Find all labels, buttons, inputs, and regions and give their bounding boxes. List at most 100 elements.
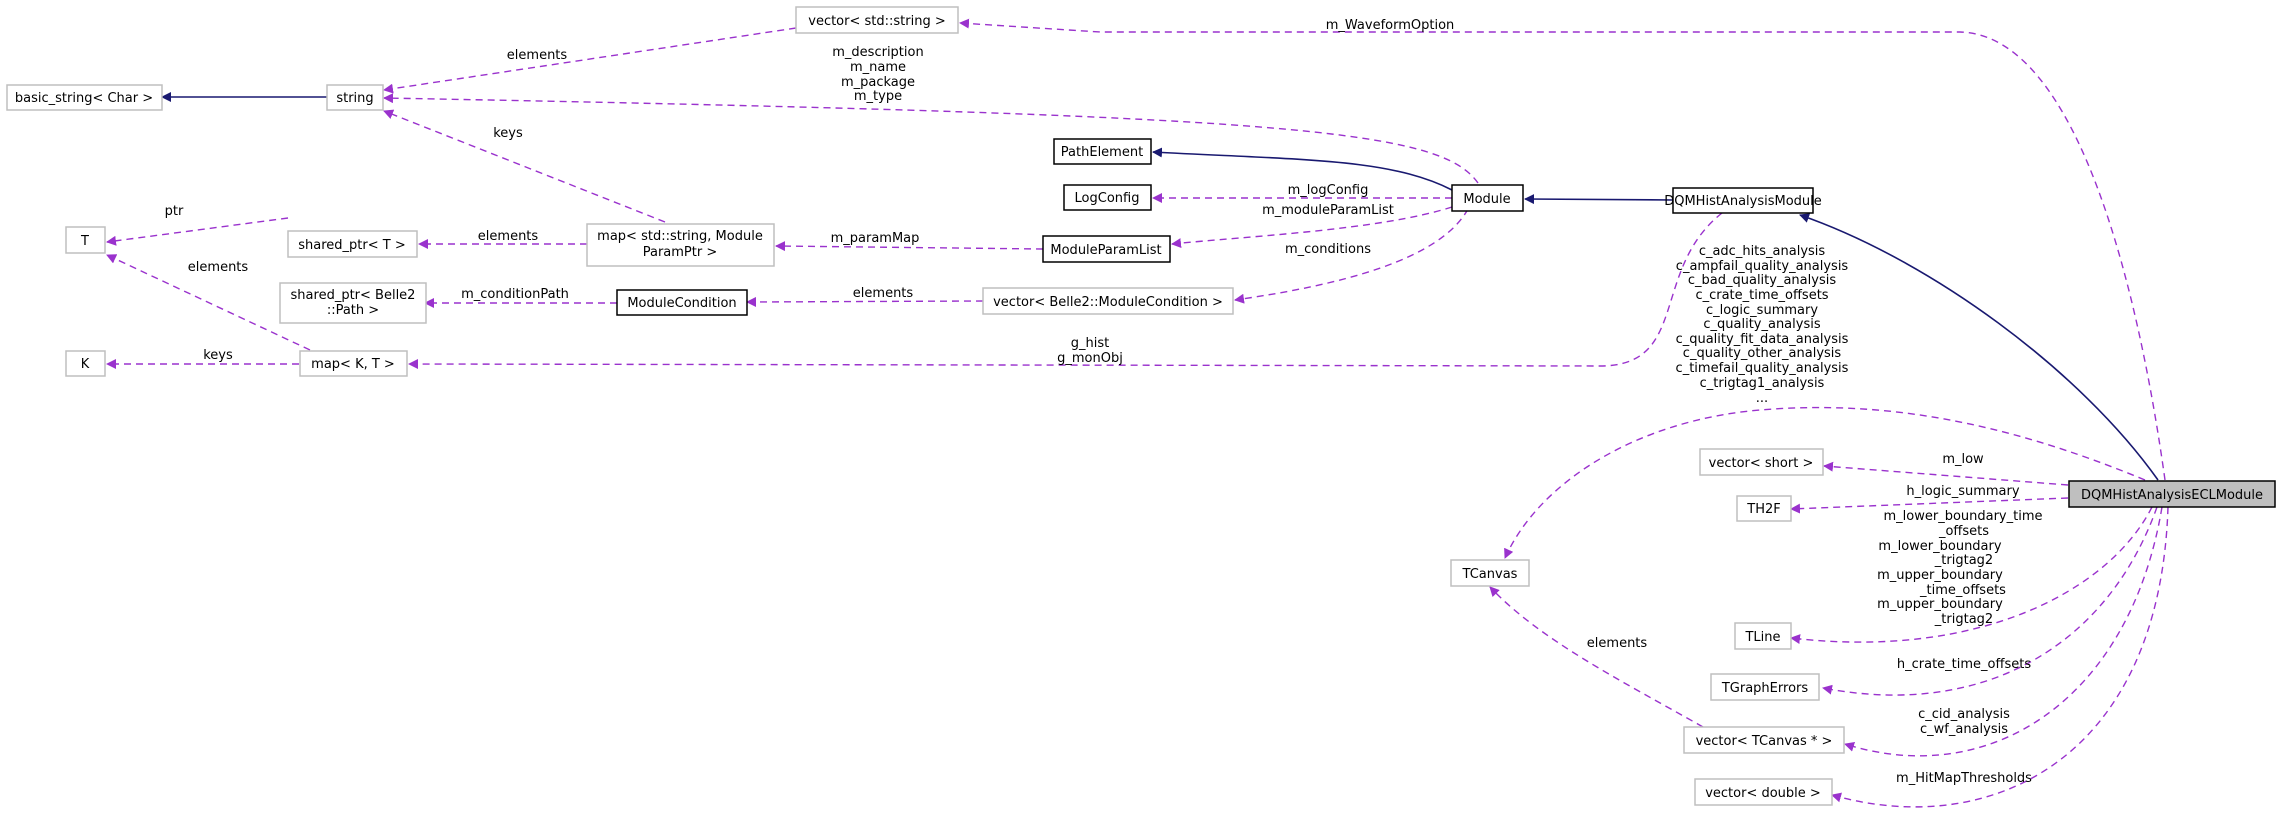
node-k[interactable]: K bbox=[65, 350, 106, 377]
node-dqm-hist-analysis-ecl-module[interactable]: DQMHistAnalysisECLModule bbox=[2068, 480, 2276, 508]
edge-label: g_monObj bbox=[1057, 351, 1123, 366]
edge-map-kt-elements-t bbox=[106, 254, 311, 351]
node-module-condition[interactable]: ModuleCondition bbox=[616, 289, 748, 316]
nodes: vector< std::string > basic_string< Char… bbox=[6, 6, 2276, 806]
edge-ptr bbox=[106, 217, 289, 246]
edge-label: m_upper_boundary bbox=[1877, 568, 2003, 583]
edge-label: m_upper_boundary bbox=[1877, 597, 2003, 612]
node-log-config[interactable]: LogConfig bbox=[1063, 184, 1152, 211]
node-tline[interactable]: TLine bbox=[1734, 622, 1792, 650]
node-label: vector< TCanvas * > bbox=[1696, 734, 1833, 749]
edges bbox=[106, 18, 2169, 808]
node-label: TCanvas bbox=[1462, 567, 1518, 582]
node-label: ParamPtr > bbox=[643, 245, 718, 260]
edge-label: elements bbox=[478, 229, 539, 244]
node-label: DQMHistAnalysisECLModule bbox=[2081, 488, 2263, 503]
edge-label: m_HitMapThresholds bbox=[1896, 771, 2032, 786]
edge-dqm-inherits-module bbox=[1524, 194, 1674, 205]
node-string[interactable]: string bbox=[326, 84, 384, 111]
edge-label: h_crate_time_offsets bbox=[1897, 657, 2031, 672]
edge-module-string bbox=[383, 93, 1479, 184]
node-basic-string[interactable]: basic_string< Char > bbox=[6, 84, 163, 111]
node-shared-ptr-t[interactable]: shared_ptr< T > bbox=[287, 230, 418, 258]
node-label: vector< double > bbox=[1705, 786, 1821, 801]
node-dqm-hist-analysis-module[interactable]: DQMHistAnalysisModule bbox=[1664, 187, 1822, 214]
edge-label: m_WaveformOption bbox=[1326, 18, 1455, 33]
edge-label: ptr bbox=[165, 204, 184, 219]
edge-canvases bbox=[1504, 406, 2146, 559]
edge-label: c_cid_analysis bbox=[1918, 707, 2010, 722]
node-module[interactable]: Module bbox=[1451, 184, 1524, 212]
edge-label: c_timefail_quality_analysis bbox=[1676, 361, 1849, 376]
edge-condition-elements bbox=[746, 296, 984, 307]
edge-label: h_logic_summary bbox=[1906, 484, 2019, 499]
node-t[interactable]: T bbox=[65, 226, 106, 254]
edge-label: m_description bbox=[832, 45, 923, 60]
edge-label: m_low bbox=[1942, 452, 1984, 467]
node-label: ModuleCondition bbox=[627, 296, 736, 311]
edge-m-low bbox=[1823, 461, 2069, 486]
edge-label: c_quality_analysis bbox=[1703, 317, 1820, 332]
edge-hitmap-thresholds bbox=[1831, 506, 2169, 808]
node-module-param-list[interactable]: ModuleParamList bbox=[1042, 235, 1171, 263]
edge-label: c_ampfail_quality_analysis bbox=[1676, 259, 1849, 274]
edge-crate-time-offsets bbox=[1822, 506, 2158, 696]
node-label: Module bbox=[1463, 192, 1510, 207]
edge-module-inherits-path-element bbox=[1152, 147, 1453, 191]
edge-param-map bbox=[775, 241, 1044, 252]
edge-map-keys-string bbox=[383, 109, 666, 223]
edge-label: c_bad_quality_analysis bbox=[1688, 273, 1836, 288]
node-label: PathElement bbox=[1061, 145, 1143, 160]
edge-label: m_type bbox=[854, 89, 902, 104]
node-label: ::Path > bbox=[327, 303, 379, 318]
node-vector-short[interactable]: vector< short > bbox=[1699, 448, 1824, 476]
edge-label: keys bbox=[203, 348, 233, 363]
node-vector-string[interactable]: vector< std::string > bbox=[795, 6, 959, 34]
node-path-element[interactable]: PathElement bbox=[1053, 138, 1152, 165]
node-label: TH2F bbox=[1746, 502, 1780, 517]
node-tgrapherrors[interactable]: TGraphErrors bbox=[1710, 673, 1820, 701]
boundary-member-labels: m_lower_boundary_time _offsets m_lower_b… bbox=[1877, 509, 2042, 627]
edge-label: c_crate_time_offsets bbox=[1695, 288, 1828, 303]
node-vector-module-condition[interactable]: vector< Belle2::ModuleCondition > bbox=[982, 287, 1234, 315]
edge-label: _trigtag2 bbox=[1934, 612, 1993, 627]
node-label: LogConfig bbox=[1075, 191, 1140, 206]
edge-canvas-vector bbox=[1844, 506, 2163, 757]
node-label: ModuleParamList bbox=[1050, 243, 1161, 258]
edge-label: c_trigtag1_analysis bbox=[1700, 376, 1825, 391]
edge-vector-string-elements bbox=[383, 27, 797, 94]
edge-label: c_wf_analysis bbox=[1920, 722, 2008, 737]
edge-label: m_conditions bbox=[1285, 242, 1371, 257]
node-label: vector< Belle2::ModuleCondition > bbox=[993, 295, 1223, 310]
node-vector-tcanvas[interactable]: vector< TCanvas * > bbox=[1683, 726, 1845, 754]
edge-label: m_conditionPath bbox=[461, 287, 569, 302]
edge-label: c_adc_hits_analysis bbox=[1699, 244, 1826, 259]
edge-label: m_moduleParamList bbox=[1262, 203, 1394, 218]
edge-conditions bbox=[1234, 208, 1469, 304]
edge-label: c_quality_other_analysis bbox=[1683, 346, 1842, 361]
node-shared-ptr-path[interactable]: shared_ptr< Belle2::Path > bbox=[279, 282, 427, 324]
node-label: shared_ptr< T > bbox=[298, 238, 405, 253]
node-map-k-t[interactable]: map< K, T > bbox=[299, 350, 408, 377]
edge-label: m_logConfig bbox=[1288, 183, 1369, 198]
edge-label: m_name bbox=[850, 60, 906, 75]
edge-label: _trigtag2 bbox=[1934, 553, 1993, 568]
node-label: map< K, T > bbox=[311, 357, 395, 372]
node-th2f[interactable]: TH2F bbox=[1736, 495, 1792, 522]
node-label: string bbox=[336, 91, 373, 106]
node-label: DQMHistAnalysisModule bbox=[1664, 194, 1822, 209]
node-tcanvas[interactable]: TCanvas bbox=[1450, 559, 1530, 587]
node-label: TLine bbox=[1744, 630, 1780, 645]
edge-ecl-inherits-dqm bbox=[1799, 213, 2159, 481]
edge-boundaries bbox=[1790, 506, 2153, 645]
node-label: basic_string< Char > bbox=[15, 91, 153, 106]
canvas-member-labels: c_adc_hits_analysis c_ampfail_quality_an… bbox=[1676, 244, 1849, 406]
node-label: K bbox=[81, 357, 90, 372]
edge-h-logic-summary bbox=[1790, 497, 2069, 514]
edge-label: ... bbox=[1756, 391, 1768, 406]
edge-vector-tcanvas-elements bbox=[1489, 586, 1704, 728]
node-vector-double[interactable]: vector< double > bbox=[1694, 778, 1833, 806]
edge-label: m_package bbox=[841, 75, 915, 90]
